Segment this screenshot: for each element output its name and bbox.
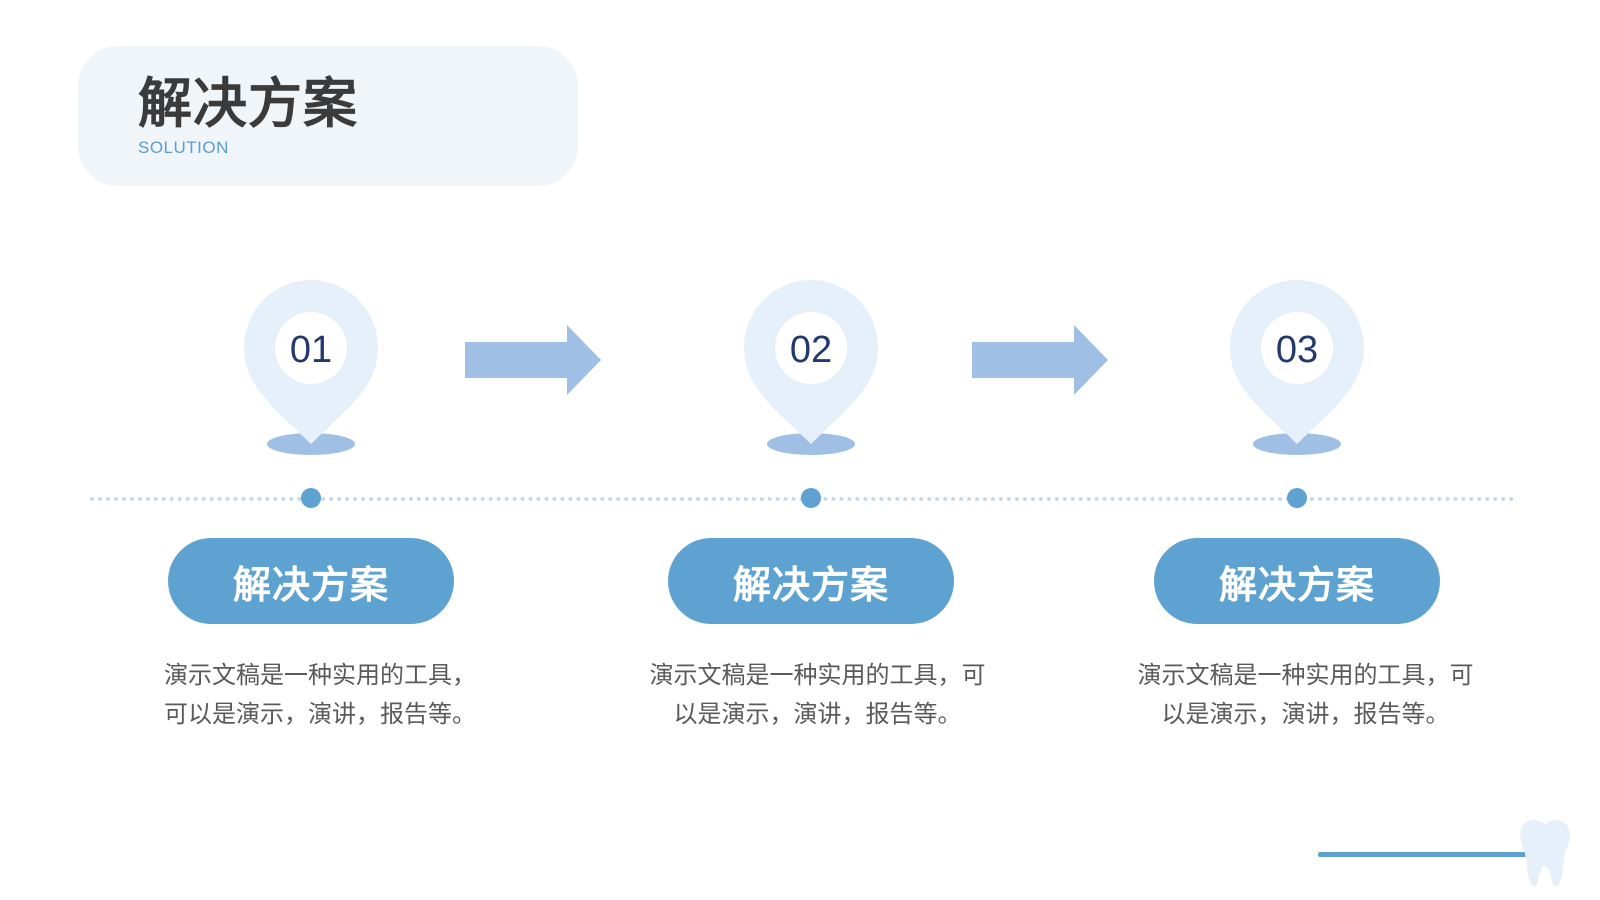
step-2-label: 解决方案: [732, 562, 889, 607]
tooth-icon: [1520, 819, 1570, 887]
decorative-line: [1318, 852, 1528, 857]
page-title: 解决方案: [138, 72, 358, 135]
step-3-marker: 03: [1222, 278, 1372, 460]
step-2-number: 02: [789, 329, 833, 371]
map-pin-icon: [1230, 280, 1364, 455]
step-3-label-pill: 解决方案: [1154, 538, 1440, 624]
step-2-description: 演示文稿是一种实用的工具，可以是演示，演讲，报告等。: [649, 661, 986, 728]
arrow-right-icon: [972, 325, 1108, 395]
arrow-right-icon: [465, 325, 601, 395]
step-3-description: 演示文稿是一种实用的工具，可以是演示，演讲，报告等。: [1137, 661, 1474, 728]
timeline-dot: [801, 488, 821, 508]
step-2-label-pill: 解决方案: [668, 538, 954, 624]
step-1-label-pill: 解决方案: [168, 538, 454, 624]
step-3-number: 03: [1275, 329, 1319, 371]
map-pin-icon: [744, 280, 878, 455]
map-pin-icon: [244, 280, 378, 455]
title-card: [78, 46, 578, 186]
step-1-label: 解决方案: [232, 562, 389, 607]
step-1-number: 01: [289, 329, 333, 371]
timeline-dot: [1287, 488, 1307, 508]
step-1-marker: 01: [236, 278, 386, 460]
step-3-label: 解决方案: [1218, 562, 1375, 607]
step-1-description: 演示文稿是一种实用的工具，可以是演示，演讲，报告等。: [164, 661, 476, 728]
step-2-marker: 02: [736, 278, 886, 460]
page-subtitle: SOLUTION: [138, 138, 229, 157]
timeline-dot: [301, 488, 321, 508]
